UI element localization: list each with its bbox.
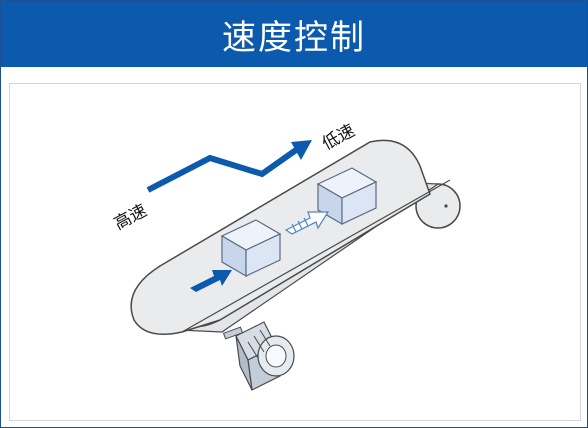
left-roller [130, 265, 221, 335]
conveyor-diagram: 高速 低速 [111, 121, 461, 391]
label-high-speed: 高速 [111, 201, 150, 235]
package-box-back [316, 167, 378, 226]
title-bar: 速度控制 [1, 1, 587, 67]
diagram-panel: 高速 低速 [9, 83, 581, 421]
speed-trend-arrow [146, 140, 312, 193]
package-box-front [220, 219, 282, 278]
motion-arrow-striped [284, 211, 330, 235]
conveyor-belt [130, 139, 461, 335]
motion-arrow-solid [190, 270, 232, 292]
page-title: 速度控制 [222, 17, 366, 58]
motor [222, 321, 295, 391]
label-low-speed: 低速 [319, 121, 358, 155]
